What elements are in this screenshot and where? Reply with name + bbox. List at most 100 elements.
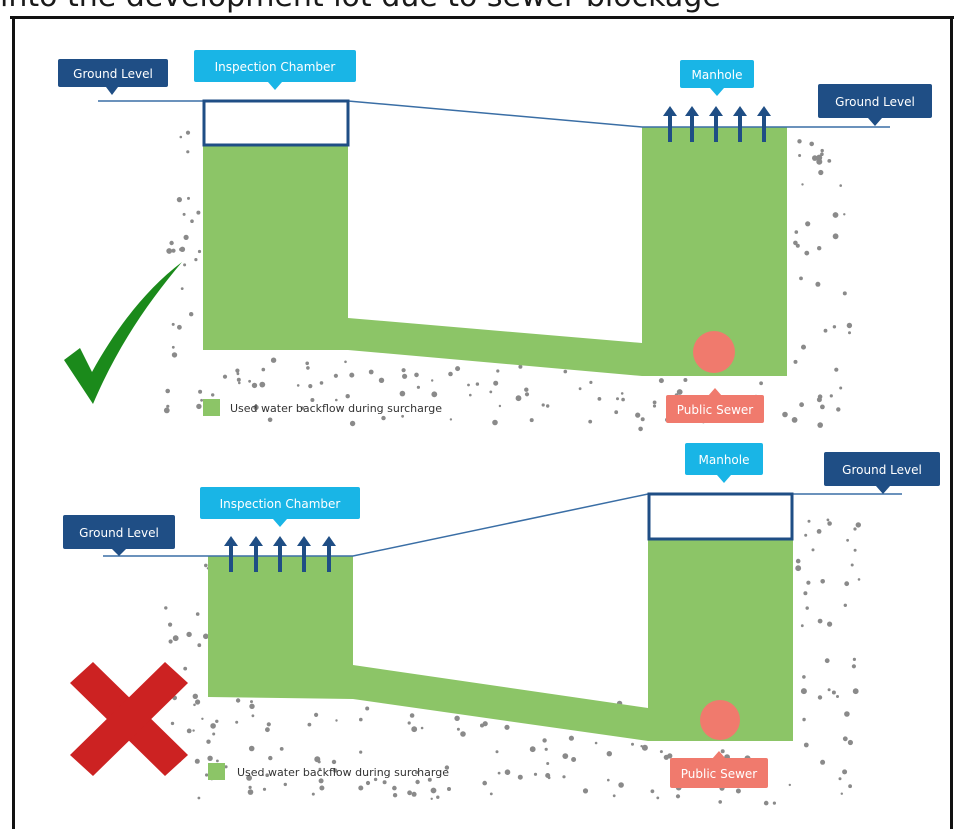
gravel-dot — [409, 713, 415, 718]
gravel-dot — [186, 728, 192, 734]
gravel-dot — [200, 398, 204, 402]
gravel-dot — [517, 774, 523, 780]
gravel-dot — [475, 382, 480, 386]
gravel-dot — [804, 250, 810, 256]
gravel-dot — [820, 404, 825, 410]
gravel-dot — [799, 402, 804, 408]
up-arrow-icon — [709, 106, 723, 116]
gravel-dot — [311, 792, 315, 796]
bottom-ground-level-right-label: Ground Level — [824, 452, 940, 494]
gravel-dot — [467, 383, 470, 387]
gravel-dot — [852, 657, 857, 662]
bottom-backflow-water — [208, 539, 793, 741]
gravel-dot — [638, 426, 643, 432]
gravel-dot — [194, 758, 200, 764]
gravel-dot — [373, 777, 378, 782]
gravel-dot — [529, 746, 536, 753]
gravel-dot — [411, 726, 418, 733]
gravel-dot — [594, 741, 598, 745]
gravel-dot — [205, 773, 209, 777]
gravel-dot — [382, 780, 387, 785]
gravel-dot — [823, 328, 828, 333]
gravel-dot — [182, 212, 186, 216]
up-arrow-icon — [685, 106, 699, 116]
gravel-dot — [179, 135, 183, 139]
gravel-dot — [172, 635, 179, 642]
gravel-dot — [332, 768, 338, 773]
top-inspection-chamber-label: Inspection Chamber — [194, 50, 356, 90]
top-inspection-chamber-box — [202, 99, 350, 147]
gravel-dot — [803, 742, 809, 748]
gravel-dot — [827, 521, 832, 526]
gravel-dot — [307, 722, 312, 727]
gravel-dot — [800, 688, 807, 695]
top-ground-level-right-text: Ground Level — [835, 95, 915, 109]
gravel-dot — [204, 563, 208, 568]
gravel-dot — [368, 369, 374, 375]
gravel-dot — [791, 417, 798, 423]
gravel-dot — [562, 753, 569, 759]
gravel-dot — [650, 789, 655, 794]
page-title: e into the development lot due to sewer … — [0, 0, 956, 14]
gravel-dot — [497, 771, 501, 775]
gravel-dot — [211, 393, 215, 397]
gravel-dot — [318, 767, 322, 771]
gravel-dot — [430, 787, 437, 794]
gravel-dot — [248, 379, 252, 383]
up-arrow-icon — [733, 106, 747, 116]
gravel-dot — [606, 751, 612, 757]
gravel-dot — [235, 698, 241, 703]
up-arrow-icon — [297, 536, 311, 546]
gravel-dot — [335, 719, 338, 722]
gravel-dot — [407, 790, 412, 796]
gravel-dot — [817, 618, 823, 624]
gravel-dot — [656, 796, 660, 800]
gravel-dot — [524, 392, 530, 397]
gravel-dot — [183, 666, 188, 671]
gravel-dot — [831, 690, 836, 695]
bottom-panel: Ground Level Inspection Chamber Manhole … — [63, 443, 940, 788]
gravel-dot — [345, 394, 350, 399]
gravel-dot — [612, 794, 616, 798]
gravel-dot — [482, 780, 488, 786]
gravel-dot — [489, 792, 493, 796]
gravel-dot — [795, 243, 800, 248]
gravel-dot — [763, 800, 769, 806]
gravel-dot — [816, 154, 823, 161]
bottom-legend-text: Used water backflow during surcharge — [237, 766, 449, 779]
gravel-dot — [215, 719, 219, 723]
gravel-dot — [195, 612, 200, 616]
gravel-dot — [533, 772, 538, 776]
gravel-dot — [180, 287, 184, 290]
top-legend: Used water backflow during surcharge — [203, 399, 442, 416]
gravel-dot — [489, 390, 493, 394]
gravel-dot — [803, 591, 808, 596]
gravel-dot — [469, 393, 472, 397]
gravel-dot — [266, 722, 271, 727]
bottom-public-sewer-label: Public Sewer — [670, 751, 768, 788]
gravel-dot — [616, 397, 619, 401]
gravel-dot — [844, 711, 850, 717]
gravel-dot — [547, 776, 551, 780]
gravel-dot — [788, 783, 791, 787]
gravel-dot — [820, 759, 826, 765]
gravel-dot — [235, 368, 240, 373]
gravel-dot — [843, 603, 847, 607]
gravel-dot — [235, 720, 239, 724]
gravel-dot — [817, 422, 823, 428]
gravel-dot — [335, 398, 338, 402]
gravel-dot — [817, 246, 822, 251]
bottom-inspection-chamber-label: Inspection Chamber — [200, 487, 360, 527]
gravel-dot — [853, 548, 857, 552]
gravel-dot — [407, 721, 411, 725]
gravel-dot — [795, 558, 801, 564]
gravel-dot — [420, 726, 424, 730]
gravel-dot — [187, 196, 190, 200]
gravel-dot — [238, 381, 241, 385]
gravel-dot — [635, 412, 641, 418]
gravel-dot — [314, 756, 321, 763]
gravel-dot — [798, 154, 802, 157]
gravel-dot — [795, 565, 802, 572]
gravel-dot — [186, 631, 192, 638]
gravel-dot — [597, 397, 602, 401]
